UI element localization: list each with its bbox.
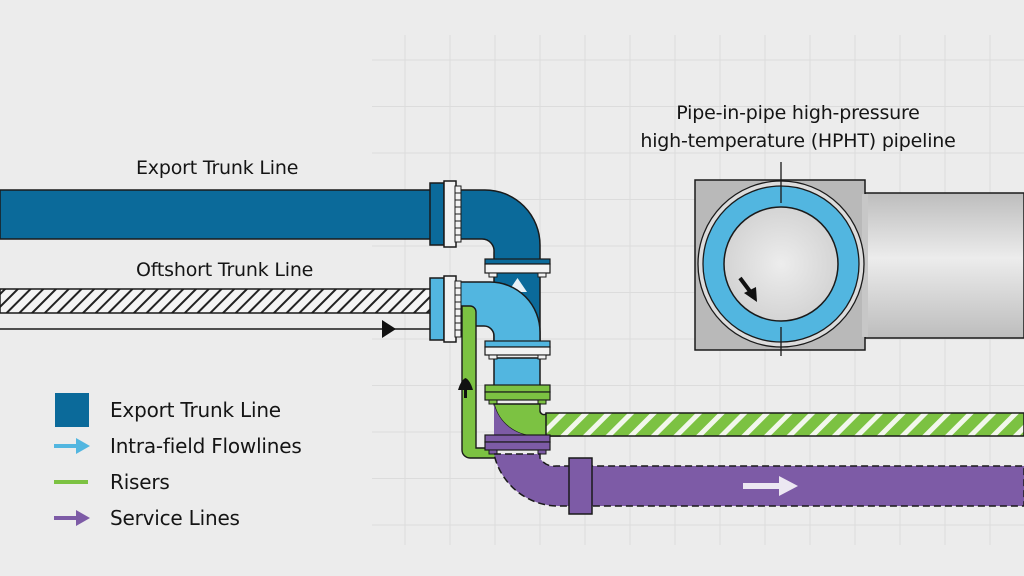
- hpht-title-line1: Pipe-in-pipe high-pressure: [676, 102, 920, 124]
- hpht-title-line2: high-temperature (HPHT) pipeline: [640, 130, 956, 152]
- offshore-trunk-pipe: [0, 288, 433, 338]
- legend-label: Intra-field Flowlines: [110, 434, 302, 458]
- legend-label: Service Lines: [110, 506, 240, 530]
- legend-item-export: Export Trunk Line: [52, 392, 302, 428]
- square-swatch-icon: [52, 393, 92, 427]
- hpht-title: Pipe-in-pipe high-pressure high-temperat…: [612, 99, 984, 155]
- intra-field-flowline: [429, 275, 551, 389]
- export-flange: [429, 182, 445, 246]
- legend: Export Trunk Line Intra-field Flowlines …: [52, 392, 302, 536]
- flowline-flange: [429, 277, 445, 341]
- export-trunk-label: Export Trunk Line: [136, 157, 299, 179]
- arrow-right-icon: [52, 503, 92, 533]
- legend-label: Risers: [110, 470, 170, 494]
- service-line: [484, 404, 1024, 515]
- offshore-trunk-label: Oftshort Trunk Line: [136, 259, 314, 281]
- legend-item-flowlines: Intra-field Flowlines: [52, 428, 302, 464]
- arrow-right-icon: [52, 431, 92, 461]
- hpht-cross-section: [694, 162, 1024, 356]
- legend-item-service: Service Lines: [52, 500, 302, 536]
- hpht-flow-arrow-icon: [738, 276, 757, 302]
- export-trunk-pipe: [0, 180, 551, 343]
- hpht-inner-pipe: [723, 206, 839, 322]
- legend-item-risers: Risers: [52, 464, 302, 500]
- line-icon: [52, 467, 92, 497]
- riser-up-arrow-icon: [458, 378, 473, 398]
- riser-line: [458, 305, 1024, 459]
- legend-label: Export Trunk Line: [110, 398, 281, 422]
- service-flange: [568, 457, 593, 515]
- service-flow-arrow-icon: [743, 476, 798, 496]
- flow-arrow-icon: [382, 320, 396, 338]
